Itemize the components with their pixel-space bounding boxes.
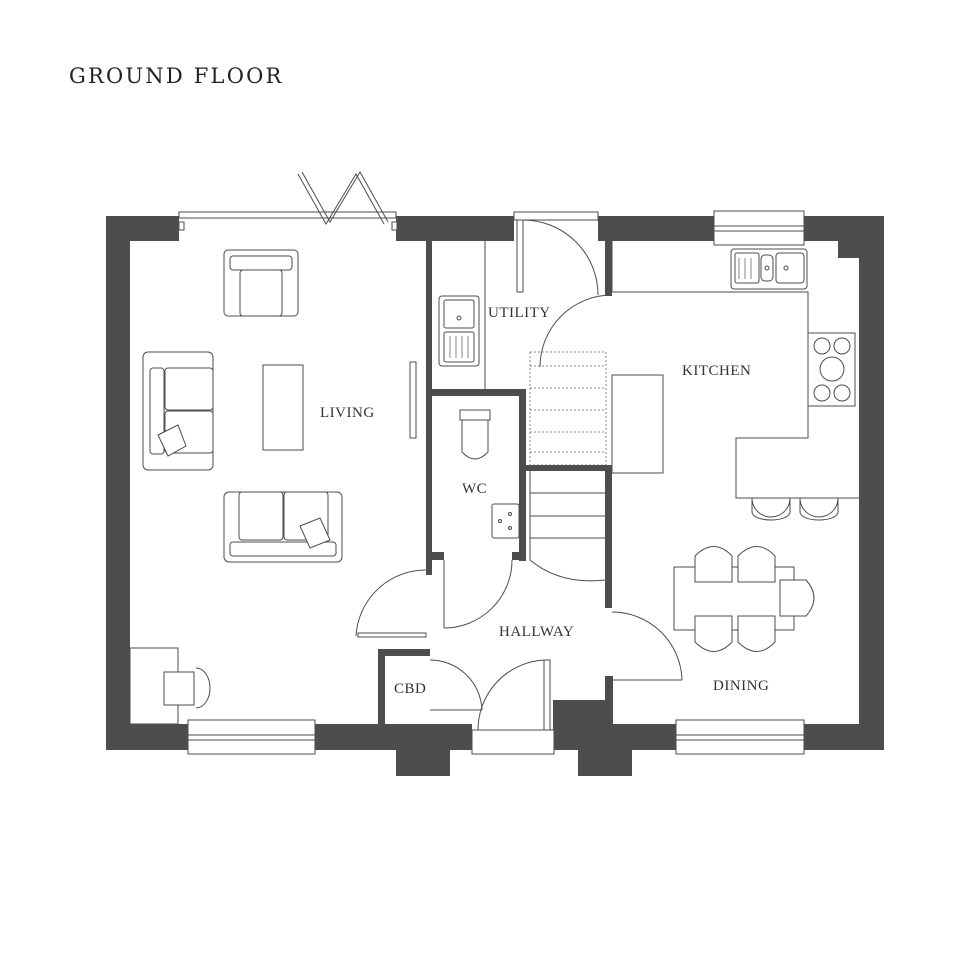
kitchen-fixtures <box>611 241 859 521</box>
windows <box>178 210 805 755</box>
living-furniture <box>129 249 417 725</box>
floor-title: GROUND FLOOR <box>69 64 284 88</box>
utility-fixtures <box>438 241 520 539</box>
room-label-cbd: CBD <box>394 681 426 697</box>
room-label-wc: WC <box>462 481 487 497</box>
stairs <box>529 351 607 582</box>
doors <box>297 171 683 755</box>
room-label-dining: DINING <box>713 678 769 694</box>
walls <box>106 216 884 776</box>
room-label-living: LIVING <box>320 405 375 421</box>
room-label-kitchen: KITCHEN <box>682 363 751 379</box>
room-label-utility: UTILITY <box>488 305 551 321</box>
dining-furniture <box>673 546 815 652</box>
room-label-hallway: HALLWAY <box>499 624 574 640</box>
room-labels: LIVING UTILITY KITCHEN WC HALLWAY DINING… <box>320 305 769 697</box>
